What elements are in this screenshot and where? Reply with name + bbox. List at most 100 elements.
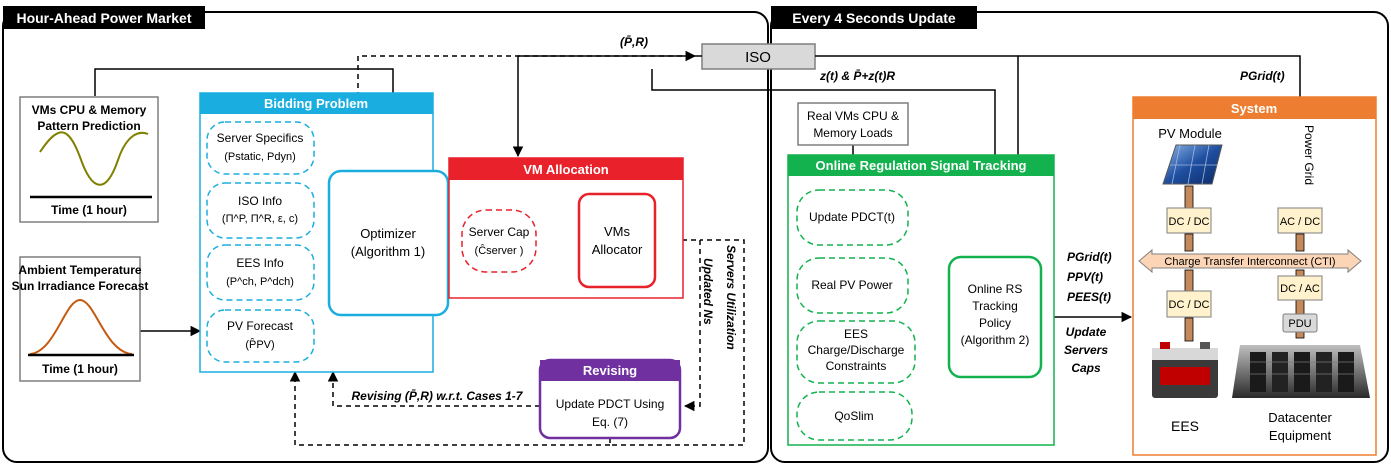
pv-forecast-box [206, 309, 315, 363]
pees-output: PEES(t) [1067, 290, 1111, 304]
online-header-bar [788, 155, 1054, 176]
vm-pattern-curve [39, 131, 149, 186]
revising-header: Revising [583, 363, 637, 378]
update-pdct-box [796, 189, 909, 246]
datacenter-icon [1232, 345, 1370, 398]
dc-ac-label: DC / AC [1280, 283, 1320, 295]
power-flow-arrows [1184, 185, 1305, 342]
vm-prediction-title-2: Pattern Prediction [37, 119, 140, 133]
real-pv-box [796, 257, 909, 314]
dc-dc-top-box [1166, 207, 1212, 234]
policy-box [947, 255, 1043, 379]
datacenter-label-2: Equipment [1269, 428, 1332, 443]
ees-constraints-box [796, 320, 916, 384]
update-caps-2: Servers [1064, 343, 1108, 357]
dc-ac-box [1277, 275, 1323, 301]
real-loads-line-2: Memory Loads [813, 126, 892, 140]
dc-dc-bottom-label: DC / DC [1169, 299, 1210, 311]
vm-allocation-header-bar [449, 158, 683, 180]
battery-icon [1152, 342, 1218, 398]
vm-prediction-axis: Time (1 hour) [51, 203, 127, 217]
server-specifics-title: Server Specifics [217, 131, 304, 145]
policy-line-4: (Algorithm 2) [961, 333, 1030, 347]
iso-info-box [206, 182, 315, 239]
dc-dc-top-label: DC / DC [1169, 216, 1210, 228]
bidding-header: Bidding Problem [264, 96, 368, 111]
pv-forecast-title: PV Forecast [227, 319, 294, 333]
pv-panel-icon [1162, 144, 1223, 185]
ees-constraints-2: Charge/Discharge [808, 343, 905, 357]
policy-line-2: Tracking [972, 299, 1018, 313]
real-loads-line-1: Real VMs CPU & [807, 109, 899, 123]
pdu-label: PDU [1288, 318, 1311, 330]
vm-prediction-title-1: VMs CPU & Memory [32, 103, 147, 117]
cti-bar [1138, 248, 1362, 274]
revising-arrow-label: Revising (P̄,R) w.r.t. Cases 1-7 [352, 389, 524, 403]
server-cap-box [461, 209, 537, 273]
forecast-title-1: Ambient Temperature [18, 263, 141, 277]
vm-allocation-header: VM Allocation [523, 162, 609, 177]
ees-info-box [206, 244, 315, 301]
vm-prediction-panel: VMs CPU & Memory Pattern Prediction Time… [19, 96, 159, 223]
real-pv-label: Real PV Power [811, 278, 892, 292]
server-cap-title: Server Cap [469, 225, 530, 239]
irradiance-curve [29, 298, 133, 355]
p-grid-label: PGrid(t) [1240, 69, 1285, 83]
online-header: Online Regulation Signal Tracking [816, 158, 1027, 173]
pv-forecast-params: (P̂PV) [245, 337, 274, 351]
vm-allocator-box [577, 192, 657, 289]
p-bar-r-label: (P̄,R) [620, 35, 648, 49]
realtime-title: Every 4 Seconds Update [792, 10, 956, 26]
hour-ahead-section: Hour-Ahead Power Market [2, 6, 769, 463]
iso-label: ISO [745, 49, 771, 66]
revising-body-2: Eq. (7) [592, 415, 628, 429]
server-cap-param: (Ĉserver ) [475, 244, 524, 257]
optimizer-algorithm: (Algorithm 1) [351, 244, 425, 259]
vm-allocator-title-2: Allocator [592, 242, 643, 257]
datacenter-label-1: Datacenter [1268, 410, 1332, 425]
hour-ahead-title: Hour-Ahead Power Market [16, 10, 191, 26]
cti-label: Charge Transfer Interconnect (CTI) [1164, 256, 1335, 268]
ees-label: EES [1171, 418, 1199, 434]
ac-dc-label: AC / DC [1280, 216, 1320, 228]
update-caps-1: Update [1066, 325, 1107, 339]
qos-label: QoSlim [834, 409, 873, 423]
system-panel: System PV Module Power Grid DC / DC AC /… [1132, 96, 1377, 456]
forecast-axis: Time (1 hour) [42, 362, 118, 376]
forecast-panel: Ambient Temperature Sun Irradiance Forec… [12, 256, 149, 382]
ppv-output: PPV(t) [1067, 270, 1103, 284]
realtime-section: Every 4 Seconds Update [770, 6, 1389, 463]
optimizer-box [327, 169, 450, 317]
system-header: System [1231, 101, 1277, 116]
servers-utilization-label: Servers Utilization [724, 245, 738, 350]
vm-allocation-panel: VM Allocation Server Cap (Ĉserver ) VMs … [448, 157, 684, 299]
ees-constraints-1: EES [844, 327, 868, 341]
revising-body-1: Update PDCT Using [556, 397, 665, 411]
ac-dc-box [1277, 207, 1323, 234]
iso-info-title: ISO Info [238, 194, 282, 208]
update-caps-3: Caps [1071, 361, 1101, 375]
policy-line-1: Online RS [968, 282, 1023, 296]
dc-dc-bottom-box [1166, 290, 1212, 318]
server-specifics-box [206, 121, 315, 175]
policy-line-3: Policy [979, 316, 1011, 330]
ees-constraints-3: Constraints [826, 359, 887, 373]
power-grid-label: Power Grid [1302, 125, 1316, 185]
vm-allocator-title: VMs [604, 224, 631, 239]
qos-box [796, 391, 913, 441]
z-label: z(t) & P̄+z(t)R [819, 69, 895, 83]
updated-ns-label: Updated Ns [701, 258, 715, 325]
bidding-header-bar [200, 93, 433, 114]
online-tracking-panel: Online Regulation Signal Tracking Update… [787, 154, 1055, 446]
forecast-title-2: Sun Irradiance Forecast [12, 279, 149, 293]
iso-info-params: (Π^P, Π^R, ε, c) [222, 213, 298, 225]
ees-info-title: EES Info [236, 256, 284, 270]
revising-header-bar [540, 360, 680, 381]
update-pdct-label: Update PDCT(t) [809, 210, 895, 224]
system-header-bar [1133, 97, 1376, 119]
pgrid-output: PGrid(t) [1067, 250, 1112, 264]
real-loads-box [797, 102, 909, 146]
ees-info-params: (P^ch, P^dch) [226, 276, 294, 288]
bidding-problem-panel: Bidding Problem Server Specifics (Pstati… [199, 92, 450, 373]
